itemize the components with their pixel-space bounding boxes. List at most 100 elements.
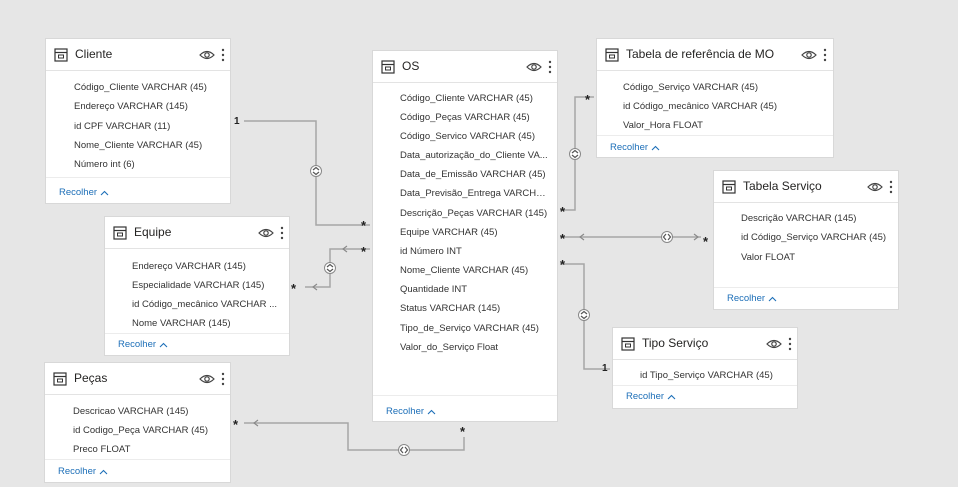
cardinality-many-os-pecas: * xyxy=(460,424,466,439)
field-item[interactable]: Valor_Hora FLOAT xyxy=(623,120,703,131)
field-item[interactable]: Descrição_Peças VARCHAR (145) xyxy=(400,208,548,219)
field-item[interactable]: id Código_Serviço VARCHAR (45) xyxy=(741,232,887,243)
relationship-cliente-os xyxy=(244,120,370,226)
collapse-button[interactable]: Recolher xyxy=(727,293,777,304)
field-item[interactable]: id CPF VARCHAR (11) xyxy=(74,121,171,132)
field-item[interactable]: Nome_Cliente VARCHAR (45) xyxy=(400,265,529,276)
field-item[interactable]: Número int (6) xyxy=(74,159,135,170)
table-header[interactable]: Peças xyxy=(45,363,230,395)
eye-icon[interactable] xyxy=(199,49,215,61)
table-card-os[interactable]: OS Código_Cliente VARCHAR (45) Código_Pe… xyxy=(372,50,558,422)
chevron-up-icon xyxy=(768,296,777,301)
chevron-up-icon xyxy=(100,190,109,195)
chevron-up-icon xyxy=(159,342,168,347)
cross-filter-direction-icon[interactable] xyxy=(661,231,673,243)
field-item[interactable]: Preco FLOAT xyxy=(73,444,131,455)
field-item[interactable]: Status VARCHAR (145) xyxy=(400,303,501,314)
field-item[interactable]: Descricao VARCHAR (145) xyxy=(73,406,189,417)
more-options-icon[interactable] xyxy=(888,179,894,195)
field-item[interactable]: Código_Serviço VARCHAR (45) xyxy=(623,82,758,93)
table-header[interactable]: Tipo Serviço xyxy=(613,328,797,360)
table-icon xyxy=(381,60,395,74)
table-icon xyxy=(54,48,68,62)
field-item[interactable]: Quantidade INT xyxy=(400,284,468,295)
field-item[interactable]: Nome_Cliente VARCHAR (45) xyxy=(74,140,203,151)
field-item[interactable]: Data_autorização_do_Cliente VA... xyxy=(400,150,548,161)
field-item[interactable]: Código_Cliente VARCHAR (45) xyxy=(74,82,207,93)
table-header[interactable]: Equipe xyxy=(105,217,289,249)
table-icon xyxy=(621,337,635,351)
eye-icon[interactable] xyxy=(867,181,883,193)
field-item[interactable]: id Codigo_Peça VARCHAR (45) xyxy=(73,425,208,436)
field-item[interactable]: Descrição VARCHAR (145) xyxy=(741,213,857,224)
table-header[interactable]: OS xyxy=(373,51,557,83)
table-icon xyxy=(53,372,67,386)
field-item[interactable]: id Tipo_Serviço VARCHAR (45) xyxy=(640,370,773,381)
cardinality-many-mo: * xyxy=(585,92,591,107)
table-card-equipe[interactable]: Equipe Endereço VARCHAR (145) Especialid… xyxy=(104,216,290,356)
cross-filter-direction-icon[interactable] xyxy=(324,262,336,274)
field-item[interactable]: Tipo_de_Serviço VARCHAR (45) xyxy=(400,323,539,334)
field-item[interactable]: id Código_mecânico VARCHAR (45) xyxy=(623,101,777,112)
cross-filter-direction-icon[interactable] xyxy=(310,165,322,177)
table-title: Tipo Serviço xyxy=(642,336,709,350)
table-title: Cliente xyxy=(75,47,113,61)
cardinality-many-servico: * xyxy=(703,234,709,249)
more-options-icon[interactable] xyxy=(279,225,285,241)
eye-icon[interactable] xyxy=(766,338,782,350)
collapse-button[interactable]: Recolher xyxy=(58,466,108,477)
field-item[interactable]: Valor FLOAT xyxy=(741,252,796,263)
eye-icon[interactable] xyxy=(258,227,274,239)
field-item[interactable]: Especialidade VARCHAR (145) xyxy=(132,280,265,291)
cardinality-many-os-equipe: * xyxy=(361,244,367,259)
cardinality-many-os-tipo: * xyxy=(560,257,566,272)
cross-filter-direction-icon[interactable] xyxy=(578,309,590,321)
more-options-icon[interactable] xyxy=(787,336,793,352)
table-card-mo[interactable]: Tabela de referência de MO Código_Serviç… xyxy=(596,38,834,158)
chevron-left-icon xyxy=(312,283,318,291)
more-options-icon[interactable] xyxy=(220,47,226,63)
field-item[interactable]: Equipe VARCHAR (45) xyxy=(400,227,498,238)
chevron-left-icon xyxy=(253,419,259,427)
divider xyxy=(373,395,557,396)
field-item[interactable]: Código_Peças VARCHAR (45) xyxy=(400,112,530,123)
eye-icon[interactable] xyxy=(526,61,542,73)
table-card-pecas[interactable]: Peças Descricao VARCHAR (145) id Codigo_… xyxy=(44,362,231,483)
more-options-icon[interactable] xyxy=(547,59,553,75)
collapse-button[interactable]: Recolher xyxy=(59,187,109,198)
more-options-icon[interactable] xyxy=(220,371,226,387)
collapse-button[interactable]: Recolher xyxy=(626,391,676,402)
cross-filter-direction-icon[interactable] xyxy=(398,444,410,456)
table-header[interactable]: Cliente xyxy=(46,39,230,71)
field-item[interactable]: id Número INT xyxy=(400,246,462,257)
cross-filter-direction-icon[interactable] xyxy=(569,148,581,160)
table-card-servico[interactable]: Tabela Serviço Descrição VARCHAR (145) i… xyxy=(713,170,899,310)
field-item[interactable]: Data_de_Emissão VARCHAR (45) xyxy=(400,169,546,180)
field-item[interactable]: Valor_do_Serviço Float xyxy=(400,342,499,353)
more-options-icon[interactable] xyxy=(822,47,828,63)
field-item[interactable]: Código_Cliente VARCHAR (45) xyxy=(400,93,533,104)
cardinality-many-os-mo: * xyxy=(560,204,566,219)
table-header[interactable]: Tabela Serviço xyxy=(714,171,898,203)
collapse-label: Recolher xyxy=(59,187,98,198)
cardinality-one-cliente: 1 xyxy=(234,116,240,127)
collapse-label: Recolher xyxy=(626,391,665,402)
field-item[interactable]: Código_Servico VARCHAR (45) xyxy=(400,131,535,142)
eye-icon[interactable] xyxy=(199,373,215,385)
collapse-button[interactable]: Recolher xyxy=(118,339,168,350)
field-item[interactable]: Nome VARCHAR (145) xyxy=(132,318,231,329)
divider xyxy=(45,459,230,460)
eye-icon[interactable] xyxy=(801,49,817,61)
table-card-tipo[interactable]: Tipo Serviço id Tipo_Serviço VARCHAR (45… xyxy=(612,327,798,409)
field-item[interactable]: Data_Previsão_Entrega VARCHA... xyxy=(400,188,548,199)
collapse-label: Recolher xyxy=(610,142,649,153)
field-item[interactable]: Endereço VARCHAR (145) xyxy=(74,101,188,112)
table-header[interactable]: Tabela de referência de MO xyxy=(597,39,833,71)
field-item[interactable]: id Código_mecânico VARCHAR ... xyxy=(132,299,278,310)
field-item[interactable]: Endereço VARCHAR (145) xyxy=(132,261,246,272)
collapse-button[interactable]: Recolher xyxy=(610,142,660,153)
table-title: Tabela Serviço xyxy=(743,179,822,193)
chevron-up-icon xyxy=(99,469,108,474)
table-card-cliente[interactable]: Cliente Código_Cliente VARCHAR (45) Ende… xyxy=(45,38,231,204)
collapse-button[interactable]: Recolher xyxy=(386,406,436,417)
